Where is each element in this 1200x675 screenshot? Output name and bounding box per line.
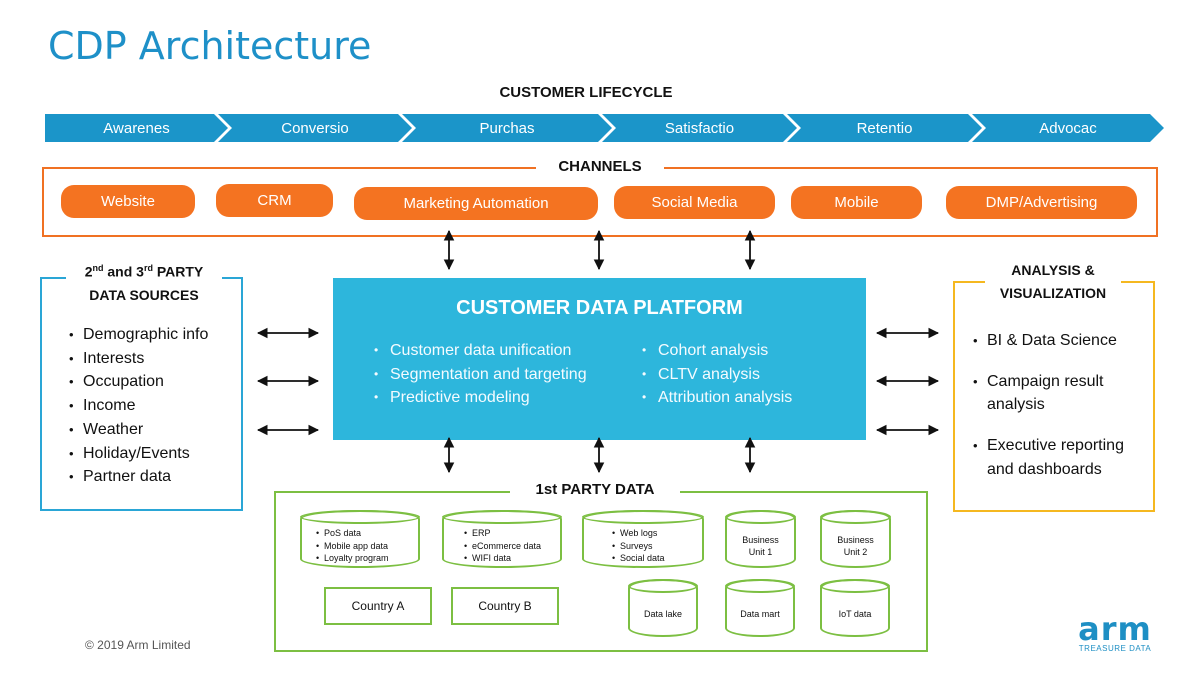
first-party-box: PoS data Mobile app data Loyalty program…	[274, 491, 928, 652]
list-item: Surveys	[612, 540, 665, 553]
channels-label: CHANNELS	[536, 158, 664, 175]
list-item: BI & Data Science	[973, 329, 1143, 353]
list-item: Holiday/Events	[69, 442, 208, 466]
channel-pill: CRM	[216, 184, 333, 217]
channel-pill: Website	[61, 185, 195, 218]
data-mart-label: Data mart	[740, 609, 780, 619]
database-cylinder: Web logs Surveys Social data	[582, 510, 704, 568]
channel-pill: DMP/Advertising	[946, 186, 1137, 219]
first-party-label: 1st PARTY DATA	[510, 481, 680, 498]
list-item: Occupation	[69, 370, 208, 394]
list-item: Campaign result analysis	[973, 370, 1143, 417]
database-cylinder: Business Unit 1	[725, 510, 796, 568]
country-a-box: Country A	[324, 587, 432, 625]
list-item: Demographic info	[69, 323, 208, 347]
business-unit-1-label: Business Unit 1	[742, 535, 779, 557]
list-item: Attribution analysis	[640, 386, 850, 410]
database-cylinder: Data lake	[628, 579, 698, 637]
list-item: WIFI data	[464, 552, 541, 565]
database-cylinder: ERP eCommerce data WIFI data	[442, 510, 562, 568]
database-cylinder: Data mart	[725, 579, 795, 637]
list-item: Income	[69, 394, 208, 418]
logo-sub: TREASURE DATA	[1078, 644, 1152, 653]
lifecycle-stage: Advocac	[972, 114, 1164, 142]
channel-pill: Marketing Automation	[354, 187, 598, 220]
analysis-title: ANALYSIS & VISUALIZATION	[985, 259, 1121, 305]
database-cylinder: PoS data Mobile app data Loyalty program	[300, 510, 420, 568]
channel-pill: Social Media	[614, 186, 775, 219]
analysis-list: BI & Data Science Campaign result analys…	[973, 329, 1143, 482]
page-title: CDP Architecture	[48, 24, 372, 68]
cdp-left-list: Customer data unification Segmentation a…	[372, 339, 602, 410]
country-b-box: Country B	[451, 587, 559, 625]
lifecycle-stage: Retentio	[787, 114, 982, 142]
cdp-title: CUSTOMER DATA PLATFORM	[456, 297, 743, 319]
logo-main: arm	[1078, 610, 1152, 648]
third-party-list: Demographic info Interests Occupation In…	[69, 323, 208, 489]
list-item: Loyalty program	[316, 552, 389, 565]
list-item: Cohort analysis	[640, 339, 850, 363]
database-cylinder: IoT data	[820, 579, 890, 637]
list-item: PoS data	[316, 527, 389, 540]
list-item: Mobile app data	[316, 540, 389, 553]
list-item: Partner data	[69, 465, 208, 489]
lifecycle-stage: Purchas	[402, 114, 612, 142]
cdp-box: CUSTOMER DATA PLATFORM Customer data uni…	[333, 278, 866, 440]
lifecycle-stage: Conversio	[218, 114, 412, 142]
business-unit-2-label: Business Unit 2	[837, 535, 874, 557]
list-item: Interests	[69, 347, 208, 371]
list-item: Customer data unification	[372, 339, 602, 363]
arm-logo: arm TREASURE DATA	[1075, 610, 1155, 653]
list-item: ERP	[464, 527, 541, 540]
lifecycle-bar: Awarenes Conversio Purchas Satisfactio R…	[0, 114, 1200, 142]
list-item: Weather	[69, 418, 208, 442]
channels-box: Website CRM Marketing Automation Social …	[42, 167, 1158, 237]
list-item: Social data	[612, 552, 665, 565]
copyright: © 2019 Arm Limited	[85, 638, 191, 652]
channel-pill: Mobile	[791, 186, 922, 219]
lifecycle-stage: Awarenes	[45, 114, 228, 142]
data-lake-label: Data lake	[643, 609, 683, 619]
lifecycle-stage: Satisfactio	[602, 114, 797, 142]
list-item: Segmentation and targeting	[372, 363, 602, 387]
list-item: eCommerce data	[464, 540, 541, 553]
list-item: CLTV analysis	[640, 363, 850, 387]
list-item: Predictive modeling	[372, 386, 602, 410]
database-cylinder: Business Unit 2	[820, 510, 891, 568]
third-party-box: Demographic info Interests Occupation In…	[40, 277, 243, 511]
lifecycle-label: CUSTOMER LIFECYCLE	[480, 84, 692, 101]
list-item: Executive reporting and dashboards	[973, 434, 1143, 481]
cdp-right-list: Cohort analysis CLTV analysis Attributio…	[640, 339, 850, 410]
third-party-title: 2nd and 3rd PARTY DATA SOURCES	[66, 257, 222, 307]
iot-data-label: IoT data	[838, 609, 872, 619]
list-item: Web logs	[612, 527, 665, 540]
